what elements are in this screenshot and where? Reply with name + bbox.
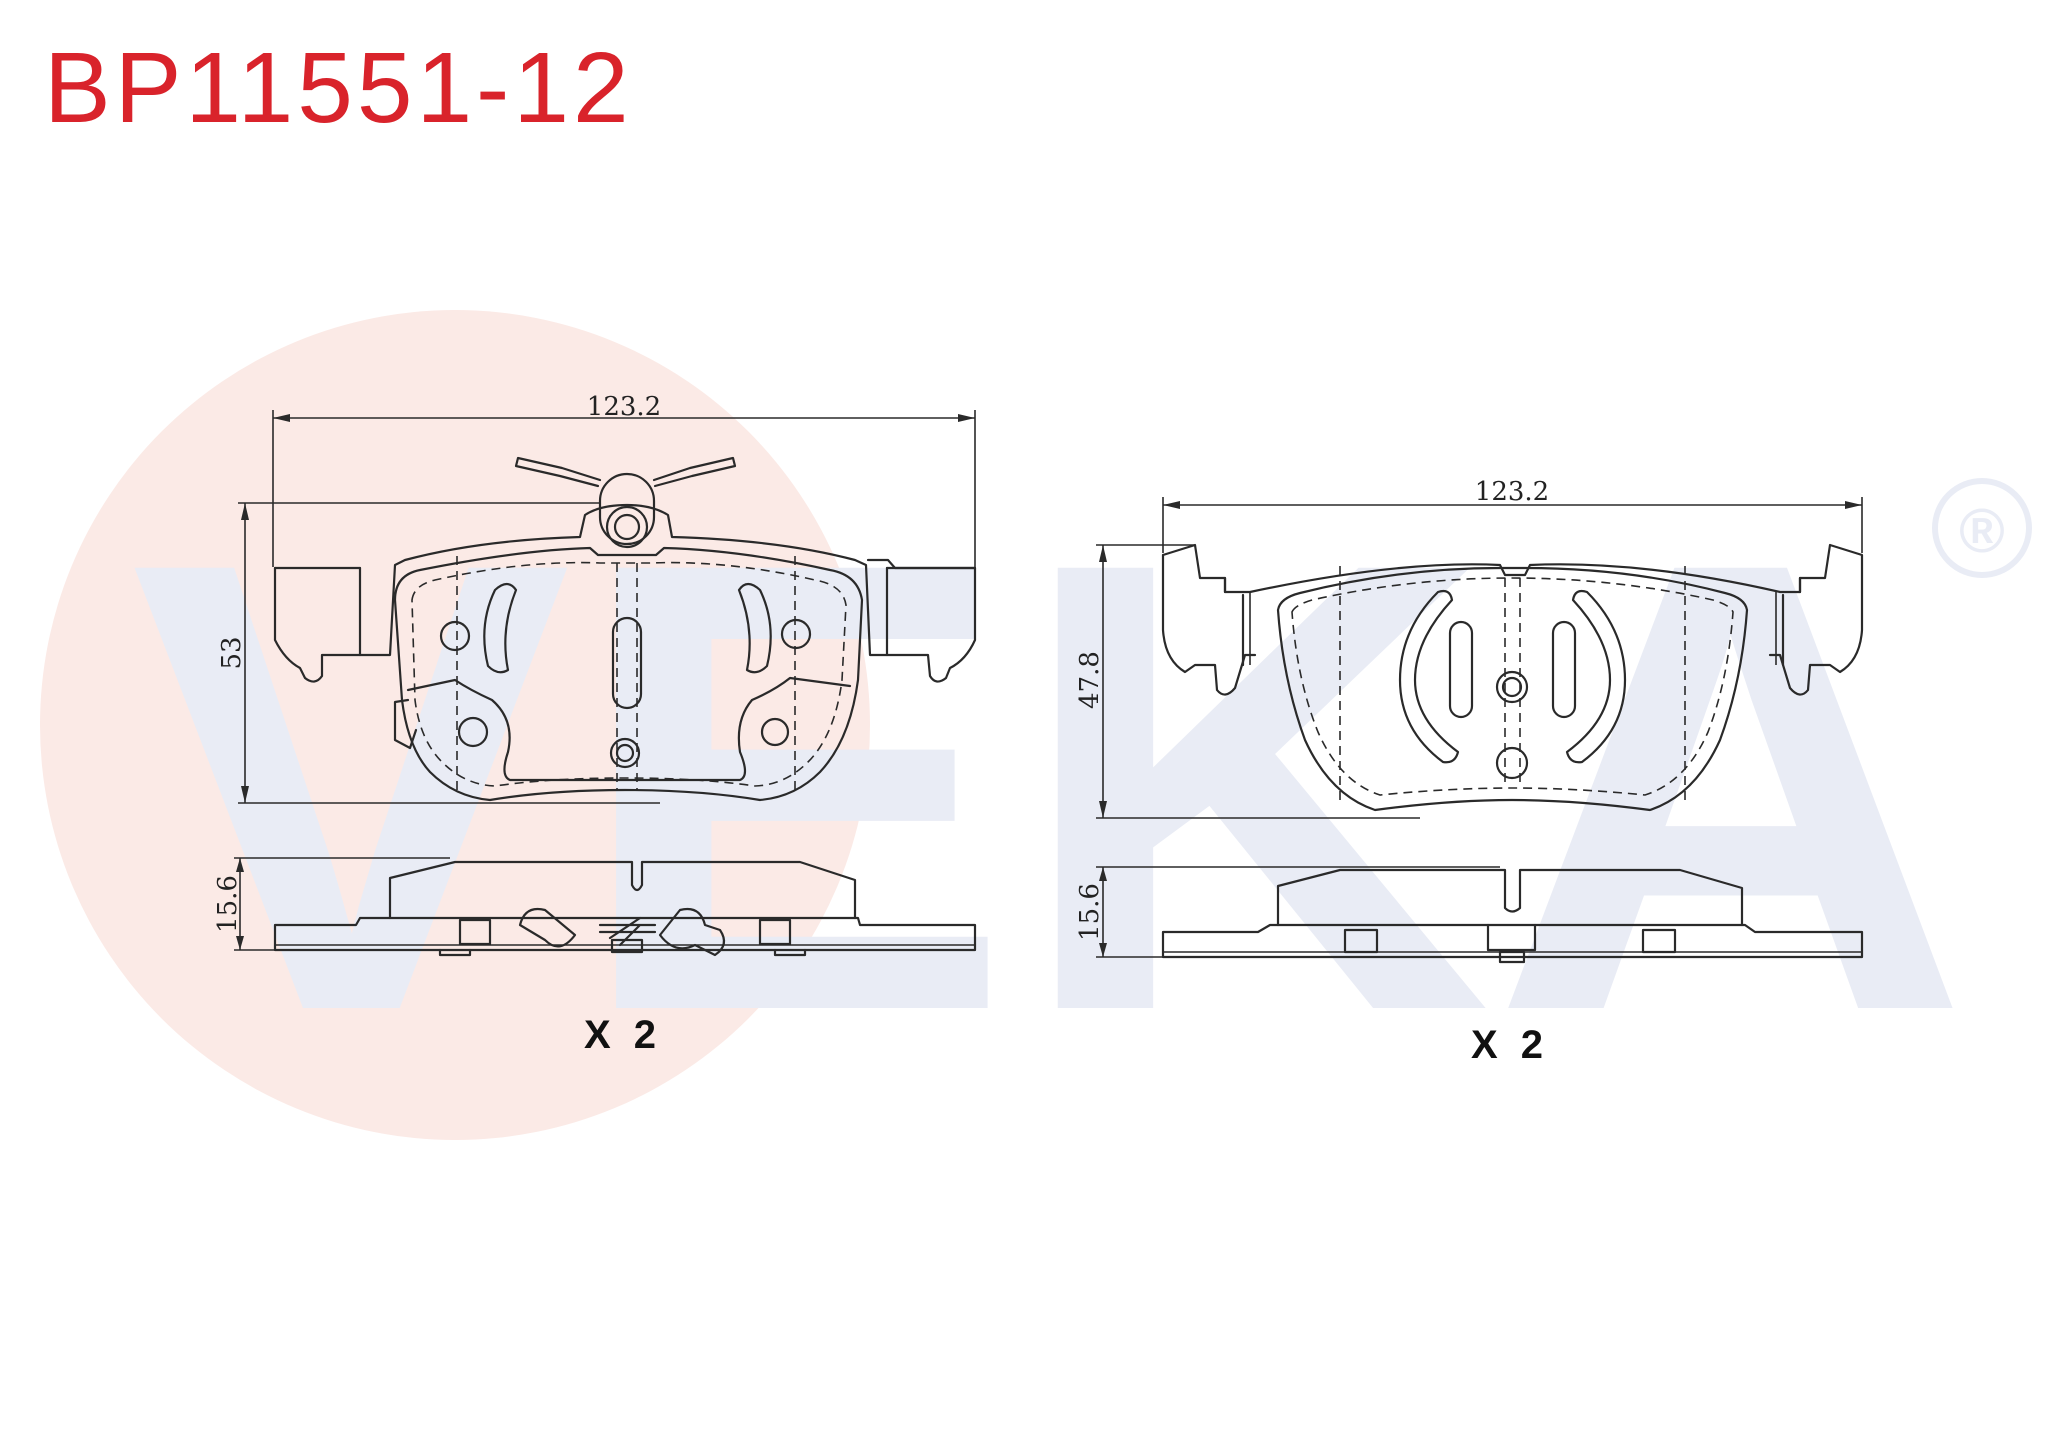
right-quantity-label: X 2: [1471, 1023, 1549, 1067]
right-height-label: 47.8: [1075, 651, 1105, 709]
registered-mark: ®: [1932, 478, 2032, 578]
left-backing-plate: [273, 503, 977, 683]
right-width-label: 123.2: [1475, 477, 1549, 507]
left-pad-front-view: 123.2 53: [217, 392, 977, 804]
left-width-dimension: 123.2: [272, 392, 976, 572]
left-thickness-dimension: 15.6: [213, 857, 450, 951]
watermark: VEKA ®: [40, 310, 2032, 1144]
product-code-title: BP11551-12: [44, 32, 633, 144]
registered-symbol: ®: [1959, 497, 2005, 566]
left-height-dimension: 53: [217, 502, 660, 804]
right-width-dimension: 123.2: [1162, 477, 1863, 553]
right-height-dimension: 47.8: [1075, 544, 1420, 819]
left-friction-material: [393, 546, 864, 802]
left-quantity-label: X 2: [584, 1013, 662, 1057]
right-friction-material: [1276, 566, 1749, 812]
left-width-label: 123.2: [587, 392, 661, 422]
registered-circle: [1932, 478, 2032, 578]
right-pad-front-view: 123.2 47.8: [1075, 477, 1864, 819]
left-height-label: 53: [217, 636, 247, 669]
right-backing-plate: [1161, 543, 1864, 696]
right-thickness-label: 15.6: [1075, 883, 1105, 941]
watermark-brand-text: VEKA: [130, 429, 1970, 1144]
left-thickness-label: 15.6: [213, 875, 243, 933]
right-pad-side-view: 15.6 X 2: [1075, 866, 1864, 1067]
right-thickness-dimension: 15.6: [1075, 866, 1500, 958]
left-pad-side-view: 15.6 X 2: [213, 857, 977, 1057]
